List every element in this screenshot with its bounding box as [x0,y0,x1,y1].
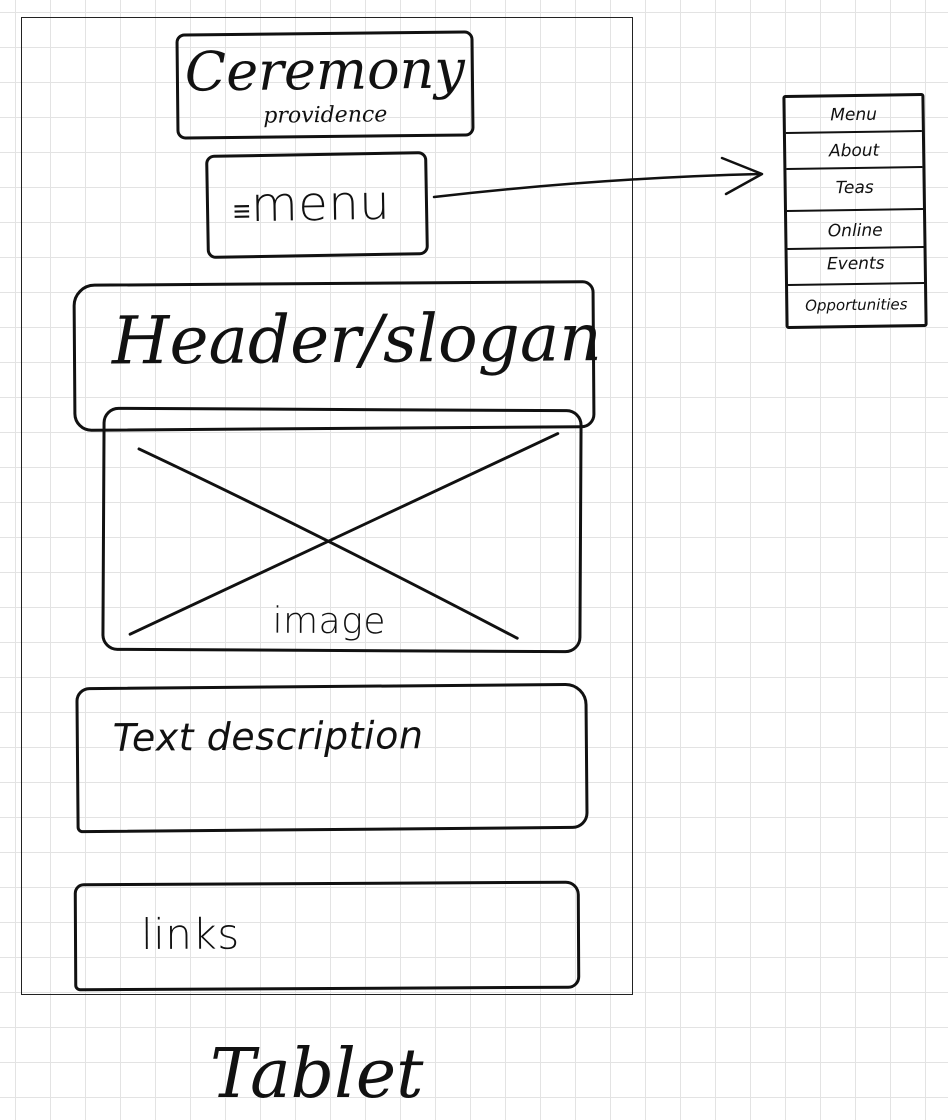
nav-item-about[interactable]: About [785,132,923,170]
hamburger-menu-icon: ≡ [232,194,252,230]
nav-item-teas[interactable]: Teas [786,168,923,212]
menu-button-label: menu [250,174,391,234]
menu-button-content: ≡menu [233,175,391,234]
links-label: links [140,909,240,959]
nav-item-menu[interactable]: Menu [785,96,922,134]
nav-item-opportunities[interactable]: Opportunities [805,295,908,315]
logo-subtitle: providence [263,102,388,129]
logo-box: Ceremony providence [175,30,475,140]
nav-menu-panel: Menu About Teas Online Events Opportunit… [782,93,928,329]
arrow-head-icon [720,156,764,196]
text-description-label: Text description [112,713,424,760]
image-placeholder-label: image [272,600,387,643]
logo-title: Ceremony [184,37,466,104]
image-placeholder-x-icon [128,432,560,640]
nav-item-events[interactable]: Events [787,248,925,286]
text-description-box: Text description [75,682,589,834]
tablet-frame [21,17,633,995]
links-box[interactable]: links [73,880,581,992]
header-slogan-label: Header/slogan [111,299,603,380]
nav-item-online[interactable]: Online [787,210,924,250]
menu-button[interactable]: ≡menu [205,151,429,259]
device-label: Tablet [210,1035,424,1114]
image-placeholder: image [101,406,583,654]
